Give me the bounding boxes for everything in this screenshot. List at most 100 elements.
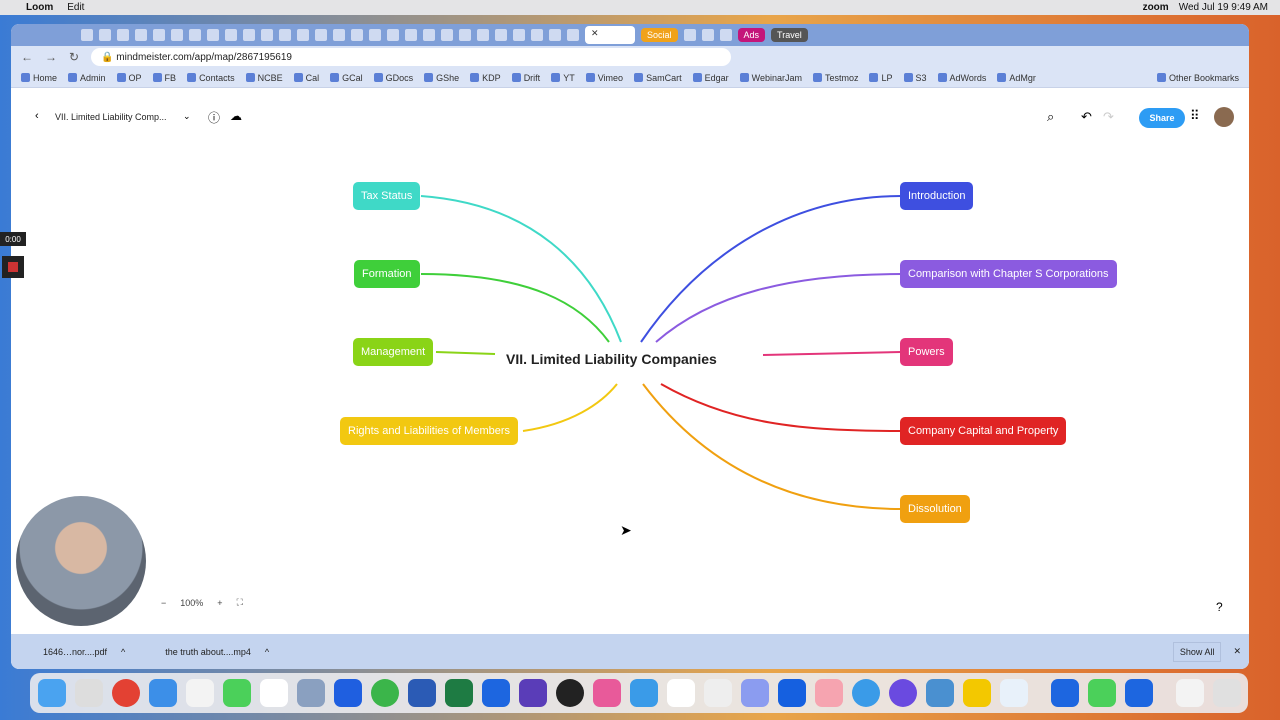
search-icon[interactable]: ⌕ xyxy=(1047,109,1055,124)
dropbox-icon[interactable] xyxy=(778,679,806,707)
zoom-app-icon[interactable] xyxy=(334,679,362,707)
reload-icon[interactable]: ↻ xyxy=(69,50,80,64)
other-bookmarks[interactable]: Other Bookmarks xyxy=(1157,73,1239,83)
bookmark[interactable]: LP xyxy=(869,73,892,83)
bookmark[interactable]: Edgar xyxy=(693,73,729,83)
bookmark[interactable]: OP xyxy=(117,73,142,83)
app-icon[interactable] xyxy=(741,679,769,707)
photos-icon[interactable] xyxy=(815,679,843,707)
map-title-dropdown[interactable]: VII. Limited Liability Comp... xyxy=(55,112,167,122)
imovie-icon[interactable] xyxy=(519,679,547,707)
messages-icon[interactable] xyxy=(223,679,251,707)
bookmark[interactable]: SamCart xyxy=(634,73,682,83)
redo-icon[interactable]: ↷ xyxy=(1103,109,1114,124)
show-all-button[interactable]: Show All xyxy=(1172,641,1222,662)
node-comparison[interactable]: Comparison with Chapter S Corporations xyxy=(900,260,1117,288)
share-button[interactable]: Share xyxy=(1139,108,1185,128)
bookmark[interactable]: AdWords xyxy=(938,73,987,83)
back-icon[interactable]: ← xyxy=(21,50,33,64)
stop-recording-button[interactable] xyxy=(2,256,24,278)
active-tab[interactable]: ✕ xyxy=(585,26,635,44)
bookmark[interactable]: Testmoz xyxy=(813,73,859,83)
help-icon[interactable]: ? xyxy=(1216,600,1223,614)
menu-app-loom[interactable]: Loom xyxy=(26,2,54,13)
printer-icon[interactable] xyxy=(1000,679,1028,707)
node-powers[interactable]: Powers xyxy=(900,338,953,366)
zoom-in-button[interactable]: + xyxy=(217,597,223,608)
launchpad-icon[interactable] xyxy=(75,679,103,707)
keynote-icon[interactable] xyxy=(630,679,658,707)
bookmark[interactable]: AdMgr xyxy=(997,73,1036,83)
trash-icon[interactable] xyxy=(1213,679,1241,707)
app-icon[interactable] xyxy=(1051,679,1079,707)
node-company-capital[interactable]: Company Capital and Property xyxy=(900,417,1067,445)
reminders-icon[interactable] xyxy=(186,679,214,707)
node-dissolution[interactable]: Dissolution xyxy=(900,495,970,523)
bookmark[interactable]: KDP xyxy=(470,73,501,83)
bookmark[interactable]: YT xyxy=(551,73,575,83)
tab-group-travel[interactable]: Travel xyxy=(771,28,808,42)
bookmark[interactable]: GCal xyxy=(330,73,363,83)
app-icon[interactable] xyxy=(482,679,510,707)
facetime-icon[interactable] xyxy=(1088,679,1116,707)
fit-screen-icon[interactable]: ⛶ xyxy=(236,597,243,607)
bookmark[interactable]: Vimeo xyxy=(586,73,623,83)
bookmark[interactable]: Admin xyxy=(68,73,106,83)
node-formation[interactable]: Formation xyxy=(354,260,420,288)
forward-icon[interactable]: → xyxy=(45,50,57,64)
back-chevron-icon[interactable]: ‹ xyxy=(35,110,39,122)
node-tax-status[interactable]: Tax Status xyxy=(353,182,421,210)
webcam-bubble[interactable] xyxy=(16,496,146,626)
central-topic[interactable]: VII. Limited Liability Companies xyxy=(506,351,717,367)
apps-grid-icon[interactable]: ⠿ xyxy=(1190,108,1200,123)
avatar[interactable] xyxy=(1214,107,1234,127)
app-icon[interactable] xyxy=(556,679,584,707)
bookmark[interactable]: Drift xyxy=(512,73,541,83)
cloud-download-icon[interactable]: ☁ xyxy=(230,109,242,123)
notes-icon[interactable] xyxy=(963,679,991,707)
bookmark[interactable]: Contacts xyxy=(187,73,235,83)
bookmark[interactable]: S3 xyxy=(904,73,927,83)
chrome-icon[interactable] xyxy=(112,679,140,707)
clock[interactable]: Wed Jul 19 9:49 AM xyxy=(1178,2,1268,13)
menu-edit[interactable]: Edit xyxy=(67,2,85,13)
app-icon[interactable] xyxy=(889,679,917,707)
excel-icon[interactable] xyxy=(445,679,473,707)
node-rights-liabilities[interactable]: Rights and Liabilities of Members xyxy=(340,417,519,445)
cleanmymac-icon[interactable] xyxy=(593,679,621,707)
word-icon[interactable] xyxy=(408,679,436,707)
bookmark[interactable]: NCBE xyxy=(246,73,283,83)
node-management[interactable]: Management xyxy=(353,338,434,366)
bookmark[interactable]: FB xyxy=(153,73,177,83)
chevron-up-icon[interactable]: ^ xyxy=(264,646,270,657)
bookmark[interactable]: GDocs xyxy=(374,73,414,83)
window-icon[interactable] xyxy=(1176,679,1204,707)
tab-group-ads[interactable]: Ads xyxy=(737,28,766,42)
finder-icon[interactable] xyxy=(38,679,66,707)
slack-icon[interactable] xyxy=(260,679,288,707)
close-icon[interactable]: ✕ xyxy=(1233,646,1241,656)
preview-icon[interactable] xyxy=(297,679,325,707)
info-icon[interactable]: ⓘ xyxy=(208,111,221,125)
bookmark[interactable]: Home xyxy=(21,73,57,83)
bookmark[interactable]: WebinarJam xyxy=(740,73,802,83)
bookmark[interactable]: GShe xyxy=(424,73,459,83)
evernote-icon[interactable] xyxy=(371,679,399,707)
app-icon[interactable] xyxy=(926,679,954,707)
url-input[interactable]: 🔒 mindmeister.com/app/map/2867195619 xyxy=(91,48,732,66)
app-icon[interactable] xyxy=(1125,679,1153,707)
textedit-icon[interactable] xyxy=(704,679,732,707)
node-introduction[interactable]: Introduction xyxy=(900,182,974,210)
download-item[interactable]: the truth about....mp4 xyxy=(165,646,251,657)
safari-icon[interactable] xyxy=(852,679,880,707)
zoom-out-button[interactable]: − xyxy=(161,597,167,608)
bookmark[interactable]: Cal xyxy=(294,73,320,83)
chevron-up-icon[interactable]: ^ xyxy=(121,646,126,657)
mail-icon[interactable] xyxy=(149,679,177,707)
tab-group-social[interactable]: Social xyxy=(641,28,678,42)
zoom-status[interactable]: zoom xyxy=(1142,2,1169,13)
download-item[interactable]: 1646…nor....pdf xyxy=(43,646,108,657)
undo-icon[interactable]: ↶ xyxy=(1081,109,1092,124)
chevron-down-icon[interactable]: ⌄ xyxy=(183,111,191,121)
app-icon[interactable] xyxy=(667,679,695,707)
